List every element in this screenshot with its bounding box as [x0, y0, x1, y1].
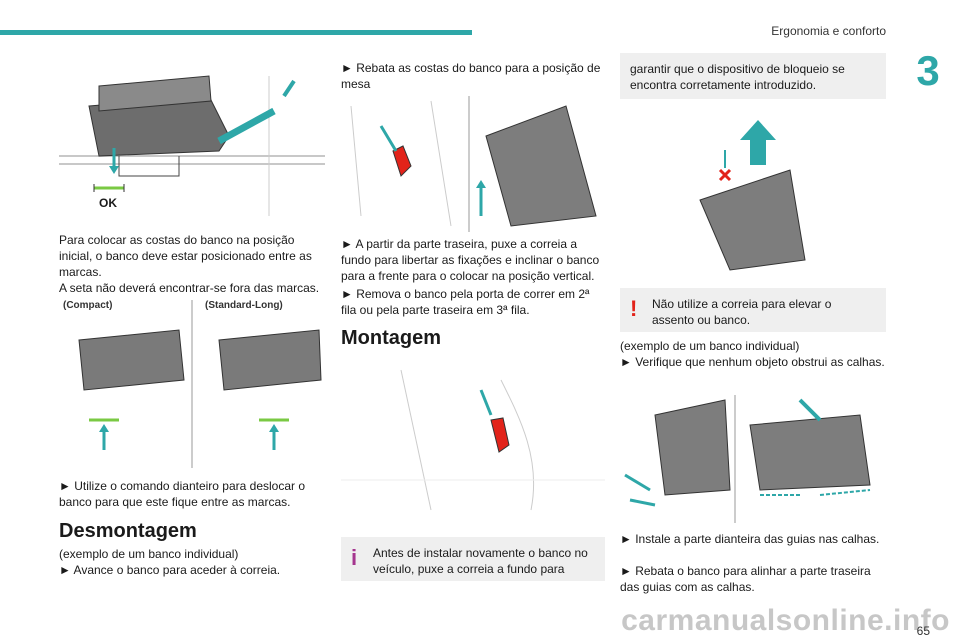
info-note-continued: garantir que o dispositivo de bloqueio s…: [620, 53, 886, 99]
section-title-desmontagem: Desmontagem: [59, 520, 197, 542]
compact-label: (Compact): [63, 300, 113, 311]
header-accent-bar: [0, 30, 472, 35]
warning-note-text: Não utilize a correia para elevar o asse…: [652, 297, 832, 327]
strap-pull-illustration: [341, 360, 605, 525]
col1-para-5: ► Avance o banco para aceder à correia.: [59, 563, 281, 577]
col1-para-4: (exemplo de um banco individual): [59, 547, 239, 561]
section-title-montagem: Montagem: [341, 327, 441, 349]
info-note-continued-text: garantir que o dispositivo de bloqueio s…: [630, 62, 845, 92]
rail-install-illustration: [620, 395, 886, 525]
info-note-text: Antes de instalar novamente o banco no v…: [373, 546, 588, 576]
chapter-number: 3: [896, 43, 960, 99]
page-header-title: Ergonomia e conforto: [771, 24, 886, 38]
col3-para-4: ► Rebata o banco para alinhar a parte tr…: [620, 564, 871, 594]
page-number: 65: [916, 624, 930, 638]
col2-para-1: ► Rebata as costas do banco para a posiç…: [341, 61, 601, 91]
warning-note: ! Não utilize a correia para elevar o as…: [620, 288, 886, 332]
watermark: carmanualsonline.info: [621, 604, 950, 637]
info-note: i Antes de instalar novamente o banco no…: [341, 537, 605, 581]
seat-fold-illustration: [341, 96, 605, 234]
col1-para-3: ► Utilize o comando dianteiro para deslo…: [59, 479, 306, 509]
warning-icon: !: [630, 296, 638, 321]
col1-para-2: A seta não deverá encontrar-se fora das …: [59, 281, 320, 295]
seat-marks-illustration: (Compact) (Standard-Long): [59, 300, 325, 470]
col1-para-1: Para colocar as costas do banco na posiç…: [59, 233, 312, 279]
col3-para-3: ► Instale a parte dianteira das guias na…: [620, 532, 880, 546]
ok-label: OK: [99, 196, 117, 210]
col3-para-1: (exemplo de um banco individual): [620, 339, 800, 353]
col3-para-2: ► Verifique que nenhum objeto obstrui as…: [620, 355, 885, 369]
col2-para-3: ► Remova o banco pela porta de correr em…: [341, 287, 590, 317]
col2-para-2: ► A partir da parte traseira, puxe a cor…: [341, 237, 600, 283]
standard-long-label: (Standard-Long): [205, 300, 283, 311]
seat-position-illustration: OK: [59, 56, 325, 226]
seat-upright-illustration: [620, 110, 886, 280]
info-icon: i: [351, 545, 358, 570]
